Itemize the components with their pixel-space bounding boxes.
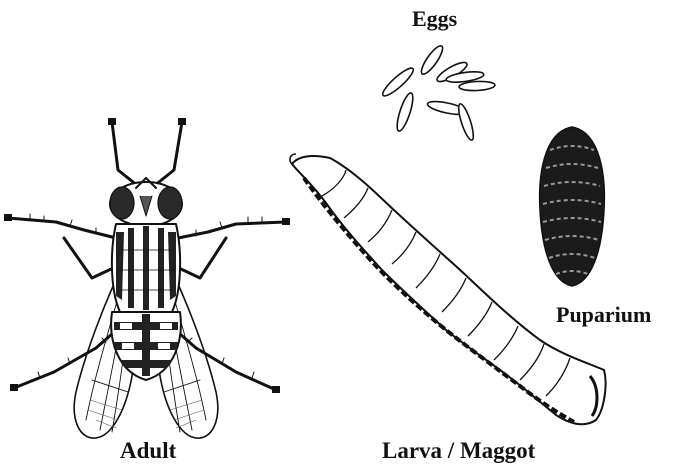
fly-eye-left [110,187,134,219]
adult-label: Adult [120,438,176,464]
eggs-icon [380,43,495,141]
egg [418,43,446,77]
adult-fly-icon [4,118,290,438]
puparium-label: Puparium [556,302,651,328]
fly-eye-right [158,187,182,219]
egg [394,91,416,132]
eggs-label: Eggs [412,6,457,32]
puparium-icon [540,127,605,286]
larva-maggot-label: Larva / Maggot [382,438,535,464]
egg [456,103,476,142]
